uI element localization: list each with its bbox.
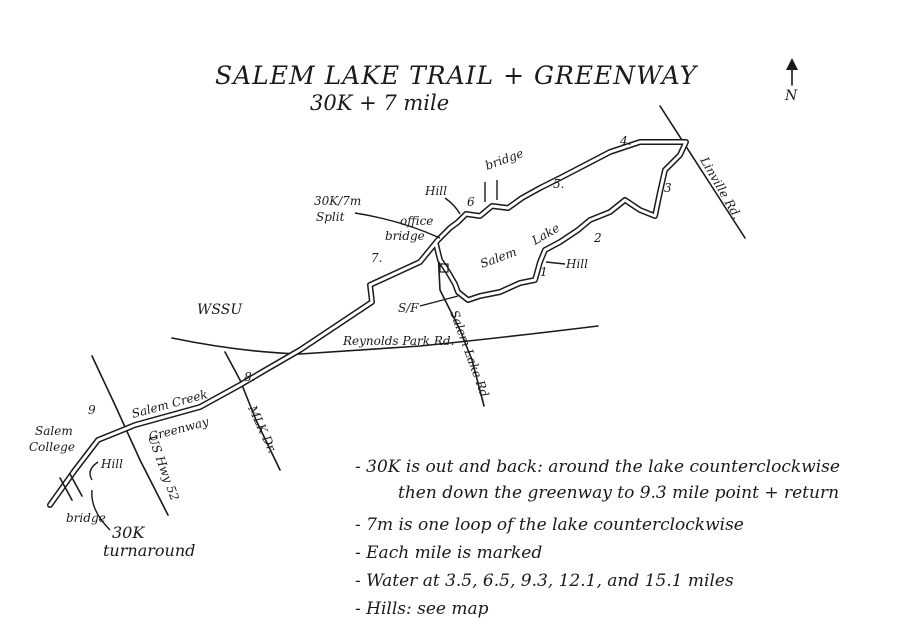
lake-label-1: Salem <box>478 245 518 271</box>
office-label: office <box>400 214 433 228</box>
split-arrow-icon <box>354 212 441 239</box>
wssu-label: WSSU <box>197 302 243 318</box>
note-line-2: then down the greenway to 9.3 mile point… <box>398 483 839 503</box>
notes-list: - 30K is out and back: around the lake c… <box>355 457 840 619</box>
mile-marker-4: 4. <box>619 134 631 148</box>
bridge-north-label: bridge <box>483 146 525 173</box>
mile-marker-6: 6 <box>467 195 475 209</box>
mlk-drive <box>224 351 281 471</box>
mile-marker-8: 8. <box>244 370 255 384</box>
north-arrow-icon <box>786 58 798 86</box>
hill-east-arrow-icon <box>545 261 566 265</box>
salem-college-label-2: College <box>29 440 75 454</box>
reynolds-park-road-label: Reynolds Park Rd. <box>342 334 454 348</box>
mile-marker-3: 3 <box>664 181 672 195</box>
bridge-south-mark-2 <box>69 473 83 497</box>
mlk-drive-label: MLK Dr. <box>245 402 280 455</box>
linville-road-label: Linville Rd. <box>697 154 744 222</box>
north-label: N <box>784 88 798 104</box>
salem-college-label-1: Salem <box>35 424 73 438</box>
hill-south-label: Hill <box>100 457 123 471</box>
salem-lake-road <box>437 249 485 407</box>
bridge-south-mark-1 <box>59 477 73 501</box>
split-label-1: 30K/7m <box>314 194 361 208</box>
split-label-2: Split <box>316 210 345 224</box>
hill-south-arrow-icon <box>89 461 99 481</box>
map-subtitle: 30K + 7 mile <box>310 91 449 115</box>
note-line-1: - 30K is out and back: around the lake c… <box>355 457 840 477</box>
hill-north-label: Hill <box>424 184 447 198</box>
note-line-6: - Hills: see map <box>355 599 489 619</box>
trail-route <box>47 139 689 508</box>
hill-north-arrow-icon <box>444 197 461 215</box>
map-title: SALEM LAKE TRAIL + GREENWAY <box>215 61 699 90</box>
start-finish-label: S/F <box>398 301 419 315</box>
hill-east-label: Hill <box>565 257 588 271</box>
mile-marker-7: 7. <box>371 251 382 265</box>
note-line-4: - Each mile is marked <box>355 543 542 563</box>
turnaround-label-1: 30K <box>112 523 145 542</box>
us-hwy-52 <box>91 355 169 516</box>
mile-marker-9: 9 <box>88 403 96 417</box>
turnaround-label-2: turnaround <box>103 541 195 560</box>
bridge-south-label: bridge <box>66 511 106 525</box>
note-line-3: - 7m is one loop of the lake countercloc… <box>355 515 744 535</box>
mile-marker-2: 2 <box>593 231 602 245</box>
turnaround-arrow-icon <box>91 489 111 531</box>
mile-marker-1: 1 <box>540 265 548 279</box>
linville-road <box>659 105 746 239</box>
salem-lake-road-label: Salem Lake Rd. <box>447 308 493 402</box>
mile-marker-5: 5. <box>553 177 564 191</box>
office-building-icon <box>439 263 449 273</box>
start-finish-arrow-icon <box>419 295 459 307</box>
reynolds-park-road <box>171 325 599 355</box>
bridge-office-label: bridge <box>385 229 425 243</box>
note-line-5: - Water at 3.5, 6.5, 9.3, 12.1, and 15.1… <box>355 571 734 591</box>
